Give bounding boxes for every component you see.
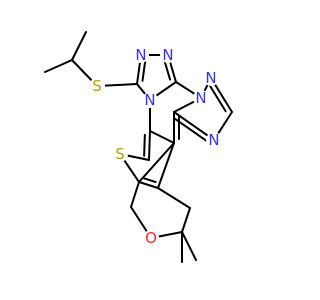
bond-24 bbox=[130, 181, 140, 208]
atom-symbol: N bbox=[162, 46, 173, 64]
atom-n-3: N bbox=[142, 91, 158, 109]
bond-27 bbox=[181, 207, 191, 233]
atom-n-5: N bbox=[203, 69, 219, 87]
double-bond-inner-22 bbox=[143, 177, 157, 184]
double-bond-inner-18 bbox=[173, 117, 209, 143]
bond-19 bbox=[138, 142, 175, 183]
bond-0 bbox=[71, 31, 87, 61]
atom-symbol: N bbox=[135, 46, 146, 64]
double-bond-18 bbox=[173, 111, 215, 141]
atom-n-1: N bbox=[133, 46, 149, 64]
atom-n-4: N bbox=[193, 89, 209, 107]
atom-symbol: S bbox=[115, 145, 125, 163]
atom-symbol: N bbox=[195, 89, 206, 107]
atom-label-background bbox=[89, 78, 105, 94]
atom-s-0: S bbox=[89, 77, 105, 95]
atom-symbol: N bbox=[205, 69, 216, 87]
atom-label-background bbox=[143, 230, 159, 246]
double-bond-inner-4 bbox=[141, 58, 147, 82]
double-bond-14 bbox=[148, 130, 151, 161]
bond-13 bbox=[149, 130, 175, 144]
atom-n-6: N bbox=[206, 131, 222, 149]
bond-layer bbox=[44, 31, 233, 263]
double-bond-inner-6 bbox=[163, 59, 172, 81]
atom-label-background bbox=[142, 92, 158, 108]
atom-label-background bbox=[203, 70, 219, 86]
double-bond-inner-14 bbox=[143, 133, 146, 157]
bond-30 bbox=[181, 231, 197, 261]
atom-symbol: N bbox=[144, 91, 155, 109]
atom-s-7: S bbox=[112, 145, 128, 163]
atom-label-background bbox=[193, 90, 209, 106]
atom-symbol: S bbox=[92, 77, 102, 95]
atom-label-background bbox=[133, 47, 149, 63]
atom-label-background bbox=[112, 146, 128, 162]
bond-23 bbox=[157, 142, 175, 189]
bond-28 bbox=[157, 187, 191, 209]
atom-symbol: N bbox=[208, 131, 219, 149]
atom-o-8: O bbox=[143, 229, 159, 247]
atom-label-background bbox=[206, 132, 222, 148]
double-bond-inner-16 bbox=[207, 83, 227, 113]
bond-1 bbox=[44, 59, 73, 73]
atom-label-background bbox=[160, 47, 176, 63]
atom-symbol: O bbox=[145, 229, 157, 247]
double-bond-22 bbox=[138, 181, 159, 189]
atom-n-2: N bbox=[160, 46, 176, 64]
